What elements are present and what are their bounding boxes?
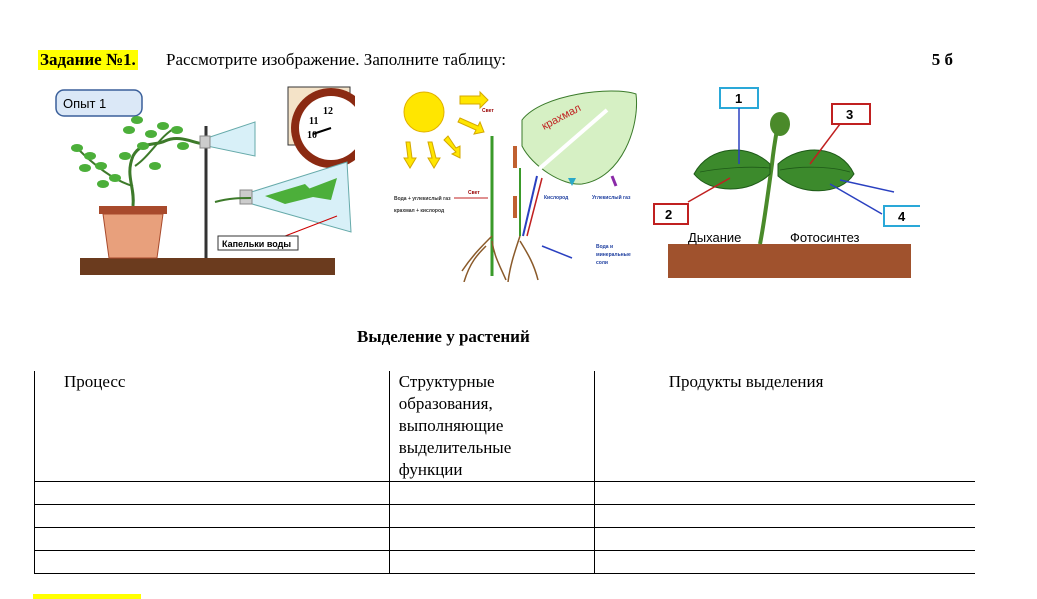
experiment-badge	[55, 89, 143, 117]
svg-text:11: 11	[309, 116, 318, 127]
light-label-left: Свет	[468, 190, 480, 196]
right-leaf	[777, 149, 855, 192]
table-row	[34, 504, 975, 528]
task-line: Задание №1. Рассмотрите изображение. Зап…	[38, 50, 953, 74]
task-points: 5 б	[931, 50, 953, 69]
table-cell[interactable]	[388, 481, 595, 505]
table-cell[interactable]	[34, 527, 390, 551]
table-cell[interactable]	[593, 481, 975, 505]
svg-text:12: 12	[323, 106, 333, 117]
header-structures: Структурные образования, выполняющие выд…	[388, 371, 595, 482]
plant-roots	[461, 235, 539, 282]
section-title: Выделение у растений	[357, 327, 530, 346]
table-row	[34, 527, 975, 551]
respiration-label: Дыхание	[688, 230, 741, 245]
drops-label-box	[217, 235, 299, 251]
task-label: Задание №1.	[38, 50, 138, 70]
table-cell[interactable]	[34, 550, 390, 574]
label-1: 1	[735, 91, 742, 106]
table-cell[interactable]	[593, 504, 975, 528]
label-2: 2	[665, 207, 672, 222]
svg-text:10: 10	[307, 130, 317, 141]
wooden-base	[80, 258, 335, 275]
excretion-table: Процесс Структурные образования, выполня…	[34, 371, 975, 574]
experiment-badge-label: Опыт 1	[63, 96, 106, 111]
light-label-top: Свет	[482, 108, 494, 114]
task-instruction: Рассмотрите изображение. Заполните табли…	[166, 50, 506, 69]
label-box-4	[883, 205, 920, 227]
table-row	[34, 550, 975, 574]
table-cell[interactable]	[388, 550, 595, 574]
soil	[668, 244, 911, 278]
drops-label: Капельки воды	[222, 239, 291, 249]
water-minerals-label-1: Вода и	[596, 244, 613, 250]
header-products: Продукты выделения	[593, 371, 975, 482]
figure-photosynthesis-diagram: Свет крахмал Свет Вода + углекислый газ …	[382, 86, 644, 282]
table-cell[interactable]	[34, 504, 390, 528]
table-cell[interactable]	[593, 527, 975, 551]
water-minerals-label-3: соли	[596, 260, 608, 266]
table-cell[interactable]	[388, 527, 595, 551]
bud	[770, 112, 790, 136]
table-header-row: Процесс Структурные образования, выполня…	[34, 371, 975, 482]
header-process: Процесс	[34, 371, 390, 482]
water-minerals-label-2: минеральные	[596, 252, 631, 258]
figure-respiration-photosynthesis: 1 2 3 4 Дыхание Фотосинтез	[650, 84, 920, 280]
table-cell[interactable]	[34, 481, 390, 505]
photosynthesis-label: Фотосинтез	[790, 230, 860, 245]
co2-label: Углекислый газ	[592, 194, 631, 201]
clock-icon: 12 11 10	[287, 86, 355, 168]
small-flask	[206, 121, 256, 157]
left-leaf	[693, 149, 771, 190]
label-3: 3	[846, 107, 853, 122]
equation-line-2: крахмал + кислород	[394, 208, 445, 214]
label-box-2	[653, 203, 689, 225]
table-cell[interactable]	[388, 504, 595, 528]
table-cell[interactable]	[593, 550, 975, 574]
light-arrows	[403, 90, 489, 169]
sun-icon	[403, 91, 445, 133]
equation-line-1: Вода + углекислый газ	[394, 195, 451, 202]
label-4: 4	[898, 209, 906, 224]
label-box-3	[831, 103, 871, 125]
plant-leaves	[71, 116, 189, 188]
flower-pot	[102, 213, 164, 259]
table-row	[34, 481, 975, 505]
figure-experiment-1: Опыт 1 12 11 10	[55, 86, 355, 278]
oxygen-label: Кислород	[544, 195, 569, 201]
next-task-highlight	[33, 594, 141, 599]
